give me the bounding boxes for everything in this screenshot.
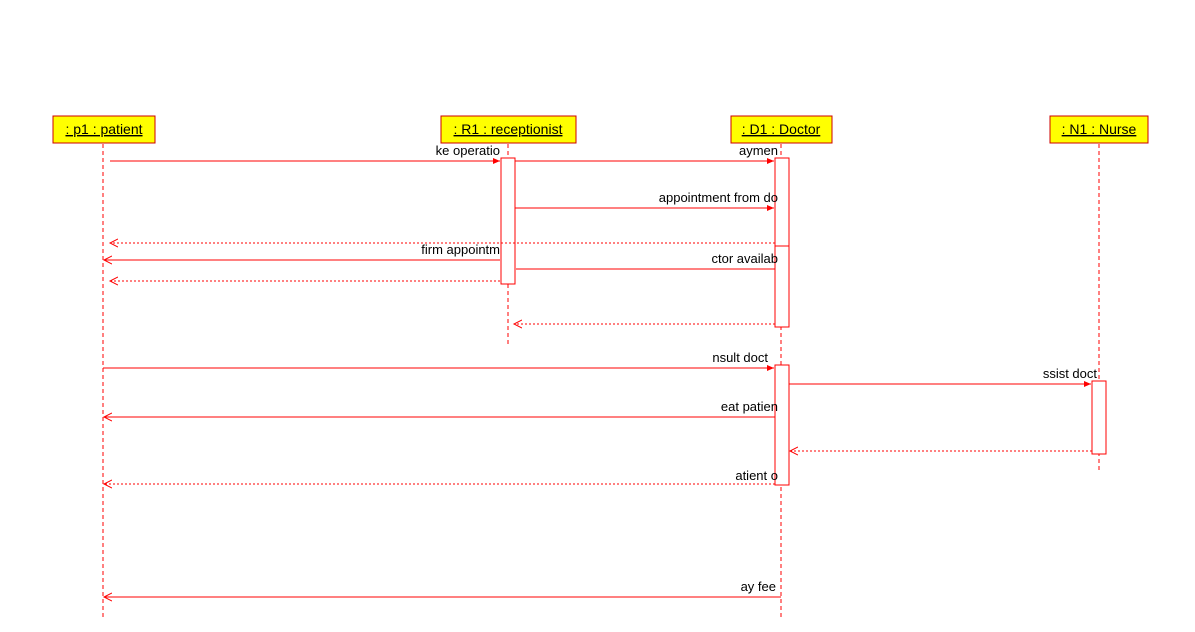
- message-assist-doctor: ssist doct: [789, 366, 1098, 387]
- activation-doctor-1: [774, 157, 790, 328]
- message-label: firm appointm: [421, 242, 500, 257]
- message-label: ssist doct: [1043, 366, 1098, 381]
- message-treat-patient: eat patien: [104, 399, 778, 417]
- lifeline-header-doctor: : D1 : Doctor: [730, 115, 833, 144]
- message-label: nsult doct: [712, 350, 768, 365]
- message-make-operation: ke operatio: [110, 143, 500, 164]
- message-consult-doctor: nsult doct: [103, 350, 774, 371]
- message-label: ay fee: [741, 579, 776, 594]
- message-label: aymen: [739, 143, 778, 158]
- lifeline-label: : p1 : patient: [65, 121, 142, 137]
- lifeline-label: : D1 : Doctor: [742, 121, 821, 137]
- message-label: appointment from do: [659, 190, 778, 205]
- message-doctor-available: ctor availab: [516, 251, 778, 270]
- message-confirm-appointment: firm appointm: [104, 242, 500, 260]
- message-label: ke operatio: [436, 143, 500, 158]
- activation-doctor-2: [774, 364, 790, 486]
- lifeline-label: : R1 : receptionist: [454, 121, 563, 137]
- activation-receptionist: [500, 157, 516, 285]
- lifeline-header-patient: : p1 : patient: [52, 115, 156, 144]
- message-payment: aymen: [515, 143, 778, 164]
- lifeline-label: : N1 : Nurse: [1062, 121, 1137, 137]
- activation-nurse: [1091, 380, 1107, 455]
- message-label: eat patien: [721, 399, 778, 414]
- lifeline-header-nurse: : N1 : Nurse: [1049, 115, 1149, 144]
- message-label: ctor availab: [712, 251, 778, 266]
- message-pay-fee: ay fee: [104, 579, 781, 597]
- message-label: atient o: [735, 468, 778, 483]
- message-patient-ok: atient o: [104, 468, 778, 484]
- lifeline-header-receptionist: : R1 : receptionist: [440, 115, 577, 144]
- message-appointment-from-doctor: appointment from do: [515, 190, 778, 211]
